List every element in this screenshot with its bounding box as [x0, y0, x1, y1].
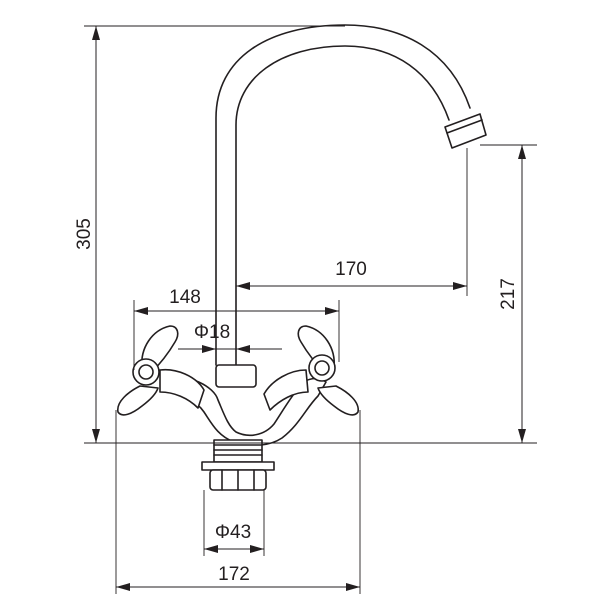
right-hub	[308, 354, 336, 382]
right-valve-neck	[263, 369, 309, 411]
spout-collar	[215, 364, 257, 388]
dim-total-height-label: 305	[74, 218, 95, 250]
dim-thread-diameter-label: Φ43	[215, 522, 251, 543]
right-handle	[263, 325, 359, 416]
dim-spout-height-label: 217	[498, 278, 519, 310]
dim-thread-diameter: Φ43	[204, 522, 264, 553]
dim-spout-diameter: Φ18	[178, 322, 282, 353]
dim-total-height: 305	[74, 26, 100, 443]
left-valve-neck	[159, 368, 205, 409]
left-hub	[132, 358, 160, 386]
spout-outer-edge	[215, 24, 471, 366]
dim-handle-span-label: 148	[169, 287, 201, 308]
threaded-shank	[201, 439, 275, 491]
dim-spout-reach-label: 170	[335, 259, 367, 280]
dim-spout-reach: 170	[236, 259, 467, 290]
left-handle	[117, 325, 205, 416]
extension-lines	[84, 25, 537, 594]
right-lever-down	[317, 385, 359, 416]
dim-handle-span: 148	[134, 287, 339, 315]
spout-inner-edge	[235, 45, 450, 366]
faucet-body	[84, 24, 537, 491]
dim-overall-width: 172	[116, 564, 360, 591]
dim-spout-height: 217	[498, 145, 526, 443]
lock-nut	[201, 461, 275, 471]
dim-spout-diameter-label: Φ18	[194, 322, 230, 343]
dim-overall-width-label: 172	[218, 564, 250, 585]
left-lever-down	[117, 385, 159, 416]
